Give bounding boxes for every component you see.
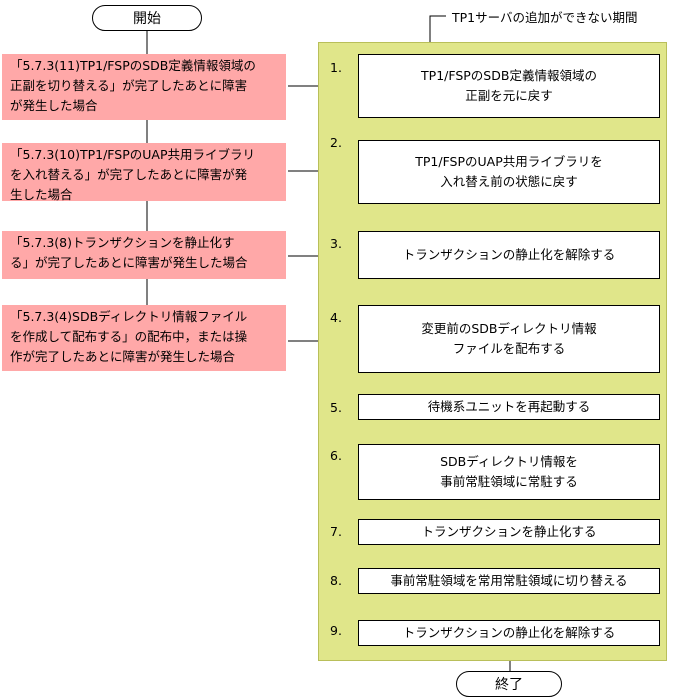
step-box-2: TP1/FSPのUAP共用ライブラリを 入れ替え前の状態に戻す (358, 140, 660, 204)
step-4-line2: ファイルを配布する (452, 341, 566, 356)
step-box-9: トランザクションの静止化を解除する (358, 620, 660, 646)
step-number-5: 5. (330, 400, 342, 415)
step-2-line1: TP1/FSPのUAP共用ライブラリを (415, 154, 603, 169)
condition-box-3: 「5.7.3(8)トランザクションを静止化す る」が完了したあとに障害が発生した… (2, 231, 286, 279)
condition-1-line1: 「5.7.3(11)TP1/FSPのSDB定義情報領域の (10, 58, 256, 73)
step-7-line1: トランザクションを静止化する (421, 524, 597, 539)
condition-box-2: 「5.7.3(10)TP1/FSPのUAP共用ライブラリ を入れ替える」が完了し… (2, 143, 286, 202)
condition-4-line2: を作成して配布する」の配布中，または操 (10, 329, 248, 344)
end-terminal: 終了 (456, 671, 562, 697)
step-box-4: 変更前のSDBディレクトリ情報 ファイルを配布する (358, 305, 660, 373)
step-3-line1: トランザクションの静止化を解除する (402, 247, 616, 262)
condition-1-line2: 正副を切り替える」が完了したあとに障害 (10, 78, 248, 93)
condition-1-line3: が発生した場合 (10, 98, 98, 113)
note-leader (429, 15, 446, 43)
condition-3-line1: 「5.7.3(8)トランザクションを静止化す (10, 235, 235, 250)
step-number-9: 9. (330, 623, 342, 638)
condition-2-line1: 「5.7.3(10)TP1/FSPのUAP共用ライブラリ (10, 147, 255, 162)
step-box-5: 待機系ユニットを再起動する (358, 394, 660, 420)
condition-4-line1: 「5.7.3(4)SDBディレクトリ情報ファイル (10, 309, 248, 324)
step-1-line1: TP1/FSPのSDB定義情報領域の (421, 68, 597, 83)
step-number-6: 6. (330, 448, 342, 463)
step-6-line1: SDBディレクトリ情報を (440, 454, 578, 469)
step-4-line1: 変更前のSDBディレクトリ情報 (421, 321, 597, 336)
condition-box-1: 「5.7.3(11)TP1/FSPのSDB定義情報領域の 正副を切り替える」が完… (2, 54, 286, 120)
step-9-line1: トランザクションの静止化を解除する (402, 625, 616, 640)
step-number-2: 2. (330, 135, 342, 150)
condition-2-line3: 生した場合 (10, 187, 73, 202)
step-1-line2: 正副を元に戻す (465, 88, 553, 103)
step-6-line2: 事前常駐領域に常駐する (440, 474, 578, 489)
step-box-3: トランザクションの静止化を解除する (358, 231, 660, 279)
step-number-4: 4. (330, 310, 342, 325)
step-number-3: 3. (330, 236, 342, 251)
step-8-line1: 事前常駐領域を常用常駐領域に切り替える (390, 573, 628, 588)
step-box-1: TP1/FSPのSDB定義情報領域の 正副を元に戻す (358, 54, 660, 118)
condition-3-line2: る」が完了したあとに障害が発生した場合 (10, 255, 248, 270)
condition-2-line2: を入れ替える」が完了したあとに障害が発 (10, 167, 248, 182)
step-2-line2: 入れ替え前の状態に戻す (440, 174, 578, 189)
step-number-8: 8. (330, 573, 342, 588)
step-box-7: トランザクションを静止化する (358, 519, 660, 545)
step-number-7: 7. (330, 524, 342, 539)
period-note: TP1サーバの追加ができない期間 (452, 10, 638, 25)
step-box-8: 事前常駐領域を常用常駐領域に切り替える (358, 568, 660, 594)
step-number-1: 1. (330, 60, 342, 75)
step-5-line1: 待機系ユニットを再起動する (427, 399, 591, 414)
condition-box-4: 「5.7.3(4)SDBディレクトリ情報ファイル を作成して配布する」の配布中，… (2, 305, 286, 371)
step-box-6: SDBディレクトリ情報を 事前常駐領域に常駐する (358, 444, 660, 500)
condition-4-line3: 作が完了したあとに障害が発生した場合 (10, 349, 236, 364)
start-terminal: 開始 (92, 5, 202, 31)
